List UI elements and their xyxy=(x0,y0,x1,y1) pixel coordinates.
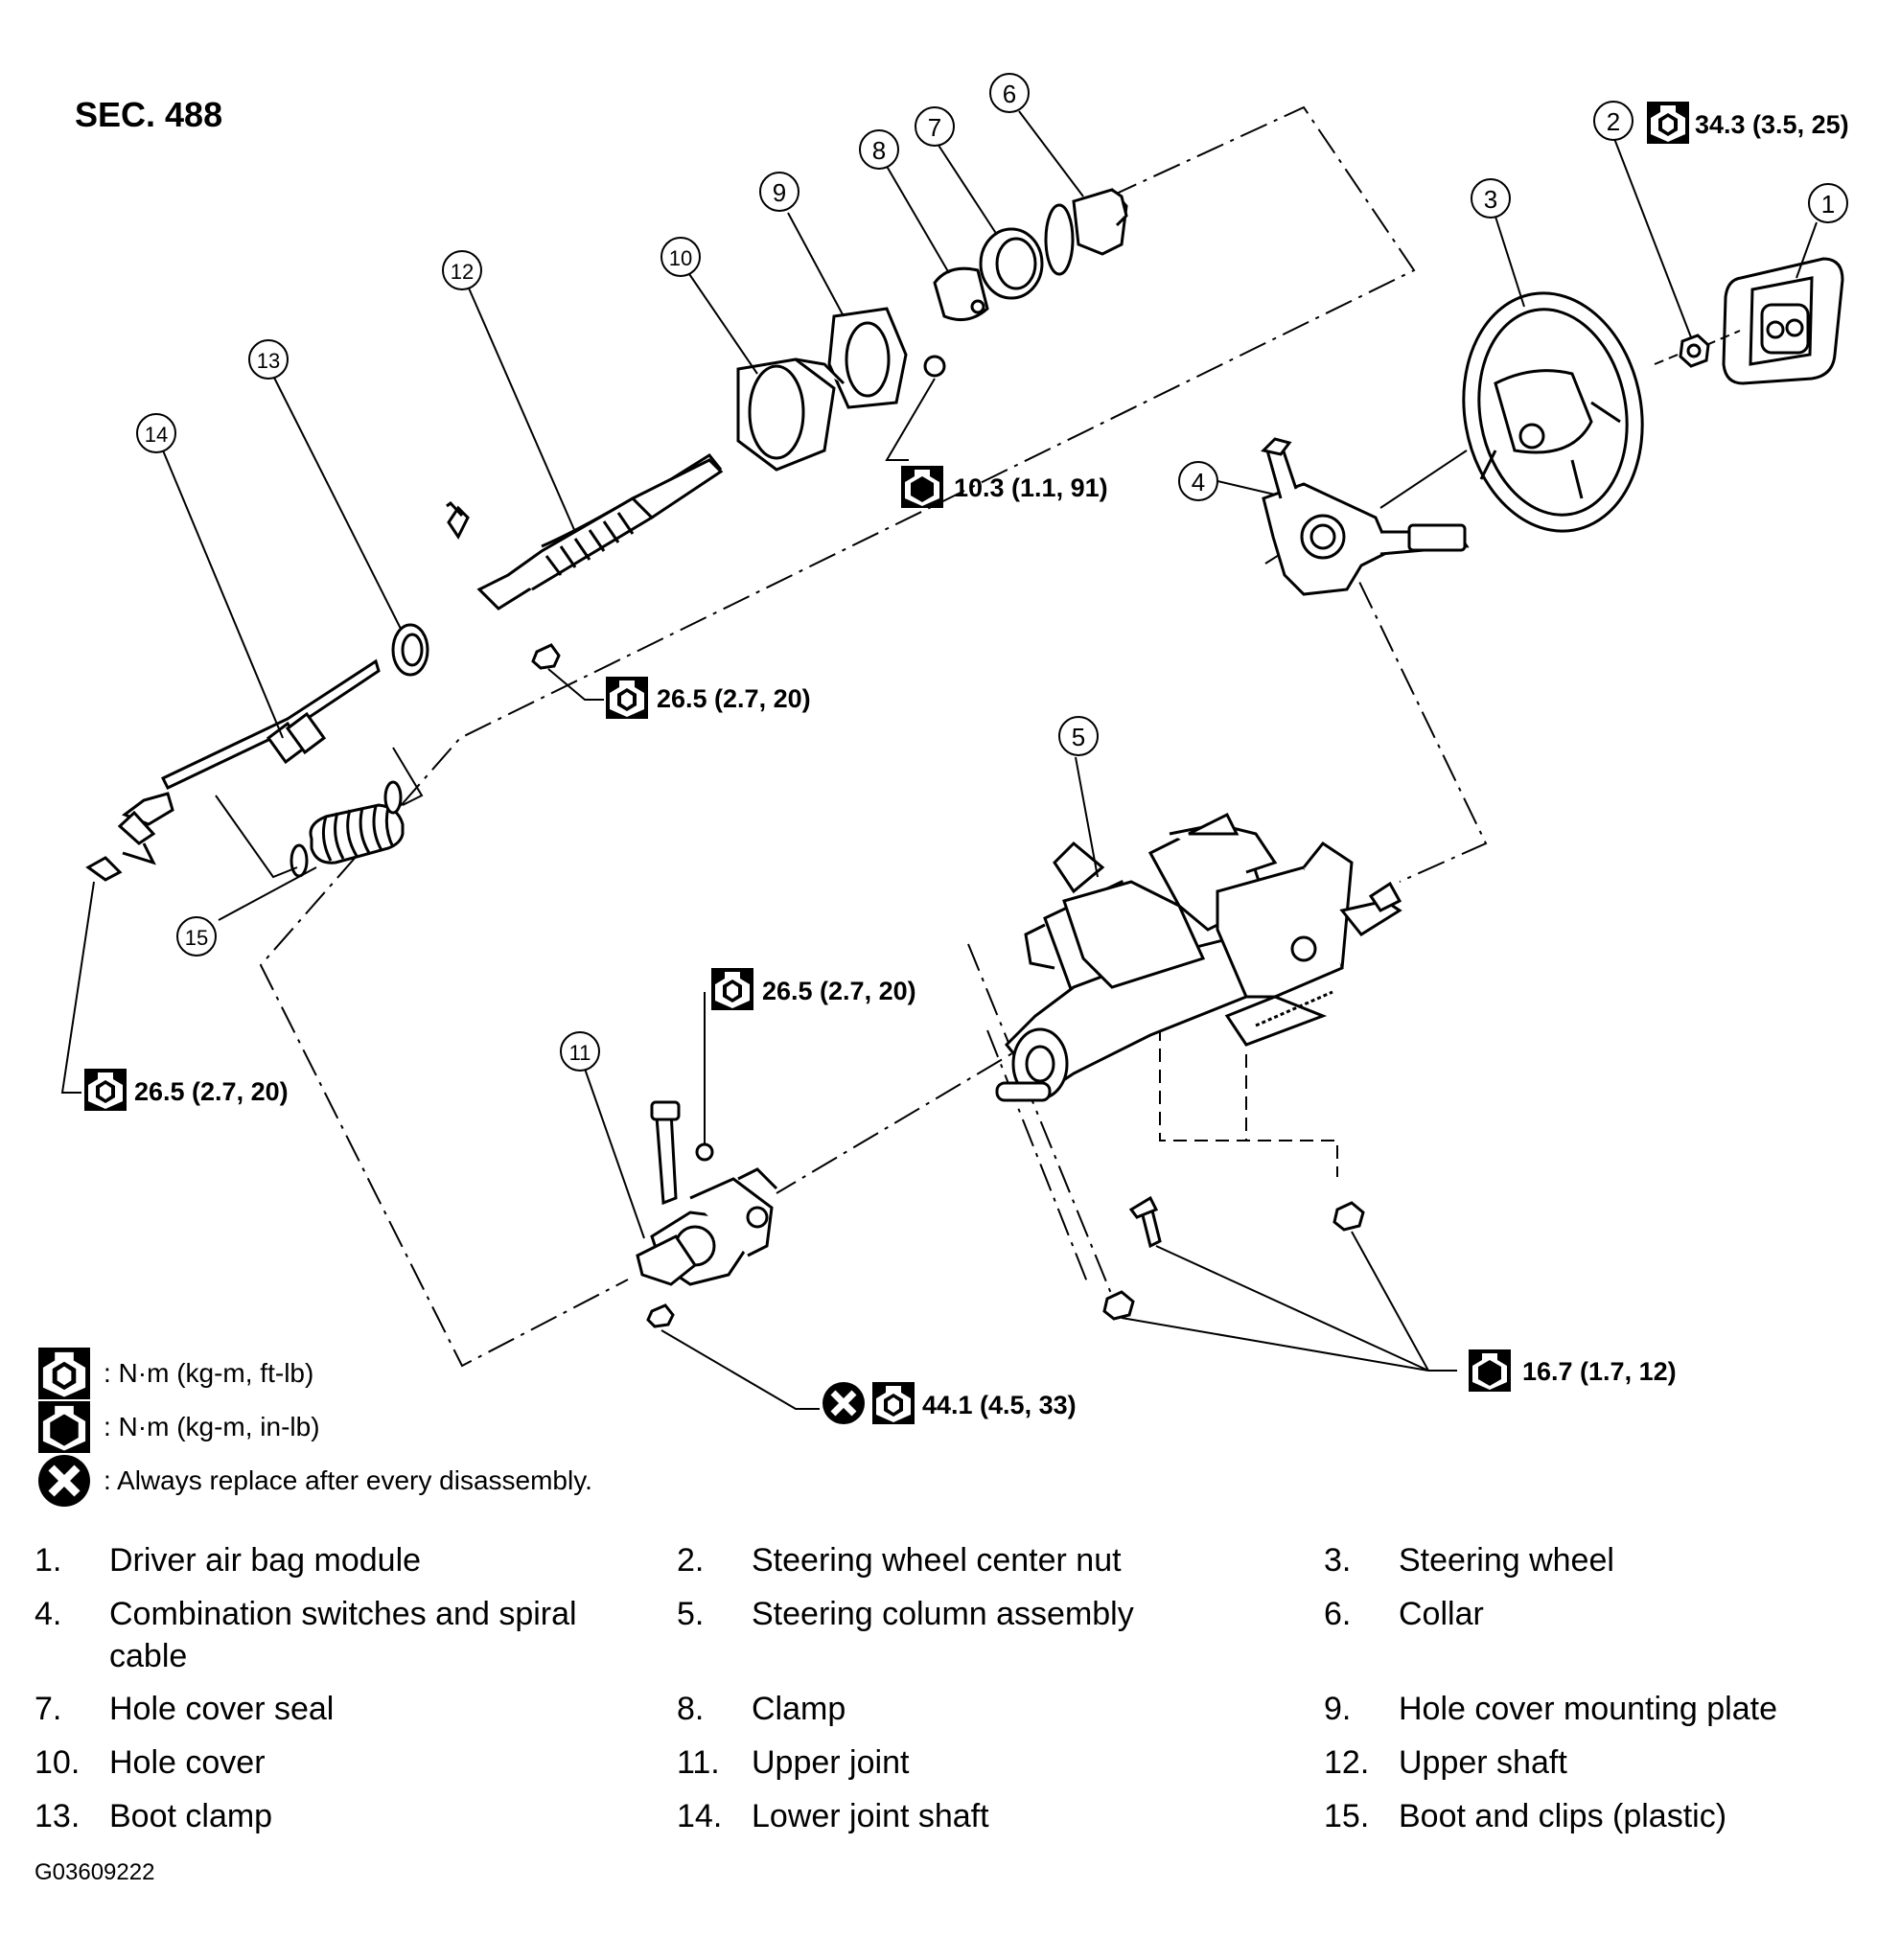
part-center-nut xyxy=(1679,334,1710,368)
callouts: 1 2 3 4 5 6 7 8 9 10 11 12 13 14 15 xyxy=(136,73,1848,1072)
legend-text: : Always replace after every disassembly… xyxy=(104,1465,592,1495)
replace-icon xyxy=(38,1455,90,1507)
legend-text: : N·m (kg-m, in-lb) xyxy=(104,1412,320,1441)
callout-3: 3 xyxy=(1471,178,1511,219)
leader-9 xyxy=(787,212,845,317)
svg-text:13: 13 xyxy=(257,349,280,373)
leader-3 xyxy=(1495,216,1525,308)
torque-spec-9: 10.3 (1.1, 91) xyxy=(901,466,1108,508)
svg-text:26.5 (2.7, 20): 26.5 (2.7, 20) xyxy=(134,1077,289,1106)
part-mounting-plate xyxy=(827,307,946,409)
part-steering-column xyxy=(995,812,1402,1102)
torque-spec-11b: 44.1 (4.5, 33) xyxy=(823,1382,1077,1424)
symbol-legend: : N·m (kg-m, ft-lb) : N·m (kg-m, in-lb) … xyxy=(38,1347,901,1508)
callout-1: 1 xyxy=(1808,183,1848,223)
leader-12-torque xyxy=(547,668,604,701)
svg-text:26.5 (2.7, 20): 26.5 (2.7, 20) xyxy=(657,684,811,713)
callout-10: 10 xyxy=(660,237,701,277)
svg-text:8: 8 xyxy=(872,136,886,165)
leader-14 xyxy=(162,450,284,739)
leader-6 xyxy=(1018,110,1084,197)
callout-13: 13 xyxy=(248,339,289,380)
callout-12: 12 xyxy=(442,250,482,290)
part-airbag-module xyxy=(1722,257,1844,385)
figure-code: G03609222 xyxy=(35,1859,155,1885)
part-boot-clamp xyxy=(391,623,429,677)
callout-11: 11 xyxy=(560,1031,600,1072)
svg-text:44.1 (4.5, 33): 44.1 (4.5, 33) xyxy=(922,1391,1077,1419)
svg-text:14: 14 xyxy=(145,423,168,447)
leader-8 xyxy=(884,162,950,274)
part-hole-cover xyxy=(736,357,846,472)
leader-12 xyxy=(466,283,576,533)
svg-text:1: 1 xyxy=(1821,190,1835,219)
svg-text:6: 6 xyxy=(1003,80,1016,108)
leader-5 xyxy=(1075,756,1099,878)
svg-text:3: 3 xyxy=(1484,185,1497,214)
legend-row-ftlb: : N·m (kg-m, ft-lb) xyxy=(38,1347,901,1400)
callout-14: 14 xyxy=(136,413,176,453)
svg-text:10: 10 xyxy=(669,246,692,270)
leader-2 xyxy=(1612,135,1692,338)
callout-15: 15 xyxy=(176,916,217,957)
part-hole-cover-seal xyxy=(979,227,1044,300)
svg-text:5: 5 xyxy=(1072,723,1085,751)
leader-7 xyxy=(937,143,998,236)
leader-10 xyxy=(684,267,758,375)
leader-1 xyxy=(1796,221,1818,279)
exploded-view-diagram: SEC. 488 xyxy=(60,73,1849,1505)
svg-text:4: 4 xyxy=(1192,468,1205,496)
torque-spec-2: 34.3 (3.5, 25) xyxy=(1647,102,1849,144)
leader-11 xyxy=(584,1068,645,1239)
legend-text: : N·m (kg-m, ft-lb) xyxy=(104,1358,314,1388)
callout-4: 4 xyxy=(1178,461,1218,501)
callout-9: 9 xyxy=(759,172,799,212)
part-combination-switch xyxy=(1261,437,1470,596)
svg-text:9: 9 xyxy=(773,178,786,207)
legend-row-replace: : Always replace after every disassembly… xyxy=(38,1454,901,1508)
svg-text:34.3 (3.5, 25): 34.3 (3.5, 25) xyxy=(1695,110,1849,139)
torque-spec-14: 26.5 (2.7, 20) xyxy=(84,1069,289,1111)
torque-spec-12: 26.5 (2.7, 20) xyxy=(606,677,811,719)
svg-text:26.5 (2.7, 20): 26.5 (2.7, 20) xyxy=(762,977,916,1005)
torque-spec-5: 16.7 (1.7, 12) xyxy=(1469,1349,1677,1392)
part-boot-and-clips xyxy=(290,780,405,878)
svg-text:15: 15 xyxy=(185,926,208,950)
leader-5-torque xyxy=(1121,1231,1457,1372)
svg-text:16.7 (1.7, 12): 16.7 (1.7, 12) xyxy=(1522,1357,1677,1386)
svg-text:7: 7 xyxy=(928,113,941,142)
leader-13 xyxy=(272,375,402,630)
part-lower-joint-shaft xyxy=(85,658,381,882)
svg-text:11: 11 xyxy=(569,1041,591,1065)
part-clamp xyxy=(933,266,989,322)
callout-6: 6 xyxy=(989,73,1030,113)
part-upper-shaft xyxy=(446,453,724,670)
legend-row-inlb: : N·m (kg-m, in-lb) xyxy=(38,1400,901,1454)
part-upper-joint xyxy=(636,1100,778,1328)
leader-14-torque xyxy=(60,881,95,1094)
torque-ftlb-icon xyxy=(38,1348,90,1399)
assembly-outline-dash xyxy=(1159,1006,1338,1177)
callout-2: 2 xyxy=(1593,101,1634,141)
leader-9-torque xyxy=(885,378,936,461)
leader-15 xyxy=(218,866,317,921)
svg-text:2: 2 xyxy=(1607,107,1620,136)
leader-4 xyxy=(1216,480,1276,496)
part-collar xyxy=(1044,188,1128,276)
torque-specs: 34.3 (3.5, 25) 10.3 (1.1, 91) 26.5 (2.7,… xyxy=(84,102,1849,1424)
leader-11b-torque xyxy=(660,1329,820,1410)
callout-8: 8 xyxy=(859,129,899,170)
part-steering-wheel xyxy=(1462,291,1644,533)
column-fasteners xyxy=(1102,1195,1365,1321)
torque-spec-11: 26.5 (2.7, 20) xyxy=(711,968,916,1010)
callout-5: 5 xyxy=(1058,716,1099,756)
assembly-outline xyxy=(259,105,1488,1368)
section-title: SEC. 488 xyxy=(75,95,222,134)
callout-7: 7 xyxy=(915,106,955,147)
svg-text:12: 12 xyxy=(451,260,474,284)
svg-text:10.3 (1.1, 91): 10.3 (1.1, 91) xyxy=(954,473,1108,502)
torque-inlb-icon xyxy=(38,1401,90,1453)
